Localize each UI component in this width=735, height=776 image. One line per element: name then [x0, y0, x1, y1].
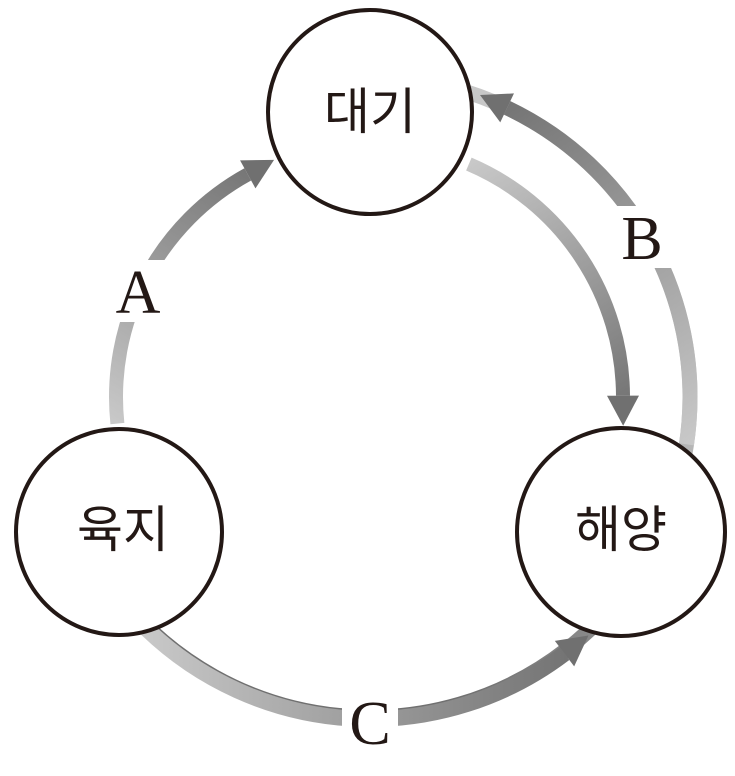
atmosphere-label: 대기: [324, 83, 416, 141]
label-b: B: [621, 205, 662, 273]
node-land: 육지: [14, 427, 224, 637]
flow-labels: A B C: [108, 205, 672, 758]
land-circle: [14, 427, 224, 637]
label-a: A: [116, 259, 161, 327]
atmosphere-circle: [266, 8, 474, 216]
label-a-gap: [108, 260, 168, 322]
arrowhead: [240, 159, 275, 189]
arrowhead: [480, 93, 514, 123]
node-ocean: 해양: [515, 426, 727, 638]
node-atmosphere: 대기: [266, 8, 474, 216]
label-b-gap: [614, 206, 672, 268]
label-c: C: [349, 690, 390, 758]
ocean-circle: [515, 426, 727, 638]
arrowhead: [606, 395, 639, 426]
land-label: 육지: [77, 501, 169, 559]
arrow-atmosphere-to-ocean: [466, 157, 639, 426]
arrow-shaft: [466, 157, 630, 396]
ocean-label: 해양: [575, 501, 667, 559]
label-c-gap: [342, 696, 398, 752]
arrowhead: [554, 635, 589, 667]
